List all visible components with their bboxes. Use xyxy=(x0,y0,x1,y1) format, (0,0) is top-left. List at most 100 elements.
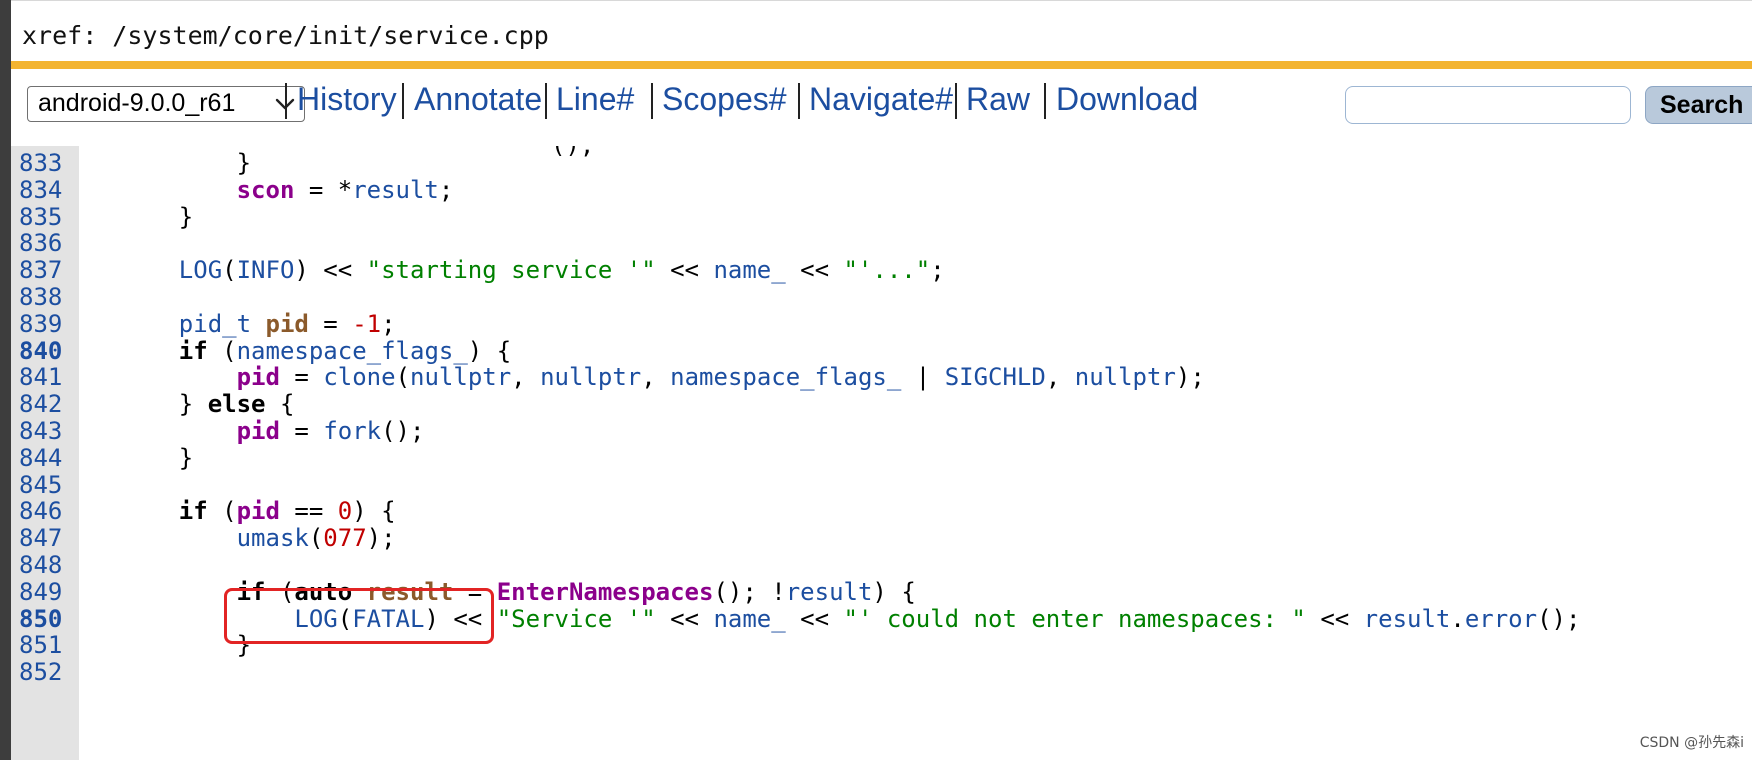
search-input[interactable] xyxy=(1345,86,1631,124)
code-token[interactable]: fork xyxy=(323,417,382,445)
code-token: 0 xyxy=(337,497,353,526)
code-token: = xyxy=(279,417,324,445)
code-token[interactable]: nullptr xyxy=(410,363,512,392)
code-text: if (pid == 0) { xyxy=(121,496,396,526)
toolbar: android-9.0.0_r61 History Annotate Line#… xyxy=(11,69,1752,146)
code-token: << xyxy=(785,256,844,285)
line-number-link[interactable]: 846 xyxy=(19,497,63,526)
line-number-link[interactable]: 847 xyxy=(19,524,63,553)
annotate-link[interactable]: Annotate xyxy=(414,81,543,117)
line-number-link[interactable]: 851 xyxy=(19,631,63,660)
line-numbers-link[interactable]: Line# xyxy=(556,81,635,117)
code-token: = xyxy=(308,309,353,338)
code-line: 837 LOG(INFO) << "starting service '" <<… xyxy=(11,255,1752,285)
code-token[interactable]: EnterNamespaces xyxy=(496,577,714,606)
code-token[interactable]: result xyxy=(1363,604,1451,633)
raw-link[interactable]: Raw xyxy=(966,81,1031,117)
code-text: scon = *result; xyxy=(121,175,454,205)
line-number-link[interactable]: 841 xyxy=(19,363,63,392)
code-token: | xyxy=(901,363,945,392)
code-token[interactable]: name_ xyxy=(713,256,786,285)
code-token[interactable]: LOG xyxy=(294,604,338,633)
code-token[interactable]: result xyxy=(352,175,439,204)
line-number-link[interactable]: 836 xyxy=(19,229,63,258)
code-token: = * xyxy=(294,175,353,204)
code-token[interactable]: nullptr xyxy=(540,363,642,392)
toolbar-separator xyxy=(402,83,404,119)
code-token: } xyxy=(121,443,194,472)
download-link[interactable]: Download xyxy=(1056,81,1199,117)
code-text: } xyxy=(121,443,193,473)
code-token: ; xyxy=(930,256,945,285)
code-token: ); xyxy=(366,524,396,553)
version-select-value: android-9.0.0_r61 xyxy=(38,89,236,117)
code-token[interactable]: namespace_flags_ xyxy=(236,336,468,365)
version-select[interactable]: android-9.0.0_r61 xyxy=(27,86,305,122)
history-link[interactable]: History xyxy=(297,81,397,117)
code-line: 850 LOG(FATAL) << "Service '" << name_ <… xyxy=(11,604,1752,634)
code-token[interactable]: name_ xyxy=(713,604,786,633)
code-line-partial: (); xyxy=(11,146,1752,160)
line-number-link[interactable]: 850 xyxy=(19,604,63,633)
code-line: 849 if (auto result = EnterNamespaces();… xyxy=(11,577,1752,607)
code-token[interactable]: namespace_flags_ xyxy=(670,363,902,392)
search-button[interactable]: Search xyxy=(1645,86,1752,124)
code-token[interactable]: LOG xyxy=(178,256,223,285)
code-token: (); xyxy=(1537,604,1581,633)
code-token[interactable]: scon xyxy=(236,175,295,204)
code-token: ) << xyxy=(424,604,497,633)
code-token[interactable]: pid xyxy=(236,417,280,445)
code-token: , xyxy=(511,363,541,392)
line-number-gutter xyxy=(11,146,79,760)
code-token: . xyxy=(1450,604,1465,633)
code-line: 840 if (namespace_flags_) { xyxy=(11,336,1752,366)
line-number-link[interactable]: 842 xyxy=(19,390,63,419)
code-token: 077 xyxy=(323,524,367,553)
line-number-link[interactable]: 834 xyxy=(19,175,63,204)
code-token xyxy=(352,578,366,606)
line-number-link[interactable]: 837 xyxy=(19,256,63,285)
line-number-link[interactable]: 833 xyxy=(19,149,63,177)
code-token: if xyxy=(236,577,266,606)
code-token[interactable]: error xyxy=(1464,604,1538,633)
line-number-link[interactable]: 835 xyxy=(19,202,63,231)
code-token[interactable]: nullptr xyxy=(1074,363,1176,392)
code-text: } xyxy=(121,630,251,660)
line-number-link[interactable]: 849 xyxy=(19,577,63,606)
code-token: ( xyxy=(337,604,353,633)
line-number-link[interactable]: 839 xyxy=(19,309,63,338)
code-token[interactable]: INFO xyxy=(236,256,295,285)
code-token[interactable]: clone xyxy=(323,363,396,392)
code-token: "starting service '" xyxy=(366,256,656,285)
line-number-link[interactable]: 838 xyxy=(19,283,63,311)
code-line: 846 if (pid == 0) { xyxy=(11,496,1752,526)
code-line: 838 xyxy=(11,282,1752,312)
code-token: = xyxy=(279,363,324,392)
line-number-link[interactable]: 848 xyxy=(19,551,63,579)
code-token: } xyxy=(121,149,252,177)
navigate-link[interactable]: Navigate# xyxy=(809,81,954,117)
code-token: << xyxy=(655,256,714,285)
line-number-link[interactable]: 845 xyxy=(19,470,63,499)
code-text: pid_t pid = -1; xyxy=(121,309,396,339)
code-token[interactable]: pid xyxy=(236,497,280,526)
code-token[interactable]: FATAL xyxy=(352,604,425,633)
code-line: 848 xyxy=(11,550,1752,580)
code-token[interactable]: pid_t xyxy=(178,309,252,338)
line-number-link[interactable]: 840 xyxy=(19,336,63,365)
code-token[interactable]: SIGCHLD xyxy=(944,363,1046,392)
scopes-link[interactable]: Scopes# xyxy=(662,81,787,117)
code-token: } xyxy=(121,390,208,419)
code-token[interactable]: result xyxy=(366,577,454,606)
code-token[interactable]: pid xyxy=(265,309,309,338)
line-number-link[interactable]: 844 xyxy=(19,443,63,472)
code-token[interactable]: pid xyxy=(236,363,280,392)
code-line: 841 pid = clone(nullptr, nullptr, namesp… xyxy=(11,362,1752,392)
title-bar: xref: /system/core/init/service.cpp xyxy=(11,0,1752,61)
code-token[interactable]: result xyxy=(785,577,873,606)
line-number-link[interactable]: 843 xyxy=(19,417,63,445)
line-number-link[interactable]: 852 xyxy=(19,658,63,687)
code-token[interactable]: umask xyxy=(236,524,309,553)
code-token: == xyxy=(279,497,338,526)
code-line: 836 xyxy=(11,228,1752,258)
